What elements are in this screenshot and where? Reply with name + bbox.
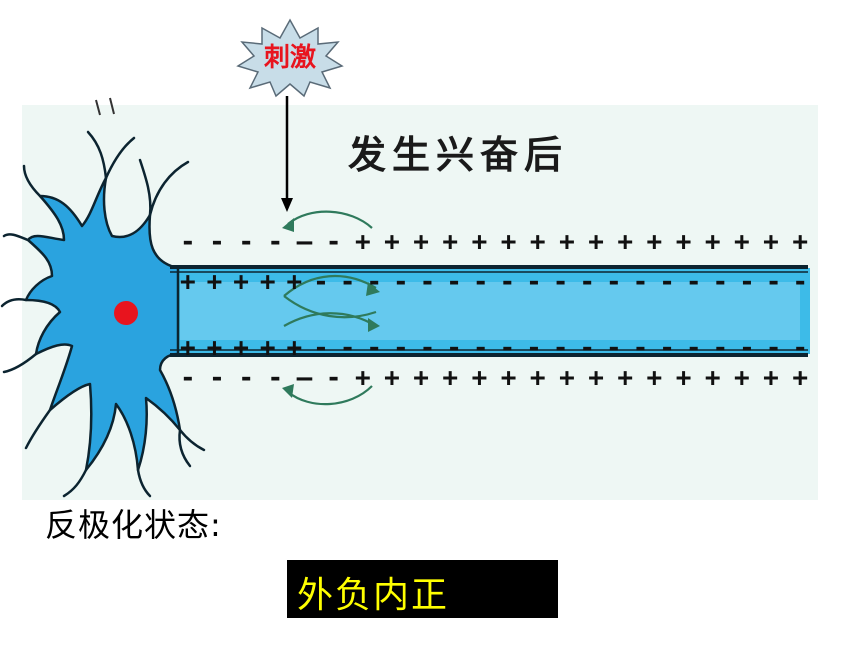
answer-text: 外负内正 <box>297 575 450 616</box>
stimulus-arrowhead <box>281 198 293 212</box>
panel-title: 发生兴奋后 <box>348 132 568 177</box>
axon-highlight <box>180 282 800 340</box>
local-current-arrows <box>283 210 377 406</box>
cell-body <box>24 176 182 472</box>
nucleus <box>114 301 138 325</box>
stimulus-burst <box>236 18 344 98</box>
stimulus-label: 刺激 <box>264 42 316 73</box>
caption: 反极化状态: <box>45 506 222 544</box>
edge-mark <box>95 97 115 116</box>
answer-box: 外负内正 <box>287 560 558 618</box>
dendrites <box>0 130 206 498</box>
local-current-arrowheads <box>282 218 380 398</box>
